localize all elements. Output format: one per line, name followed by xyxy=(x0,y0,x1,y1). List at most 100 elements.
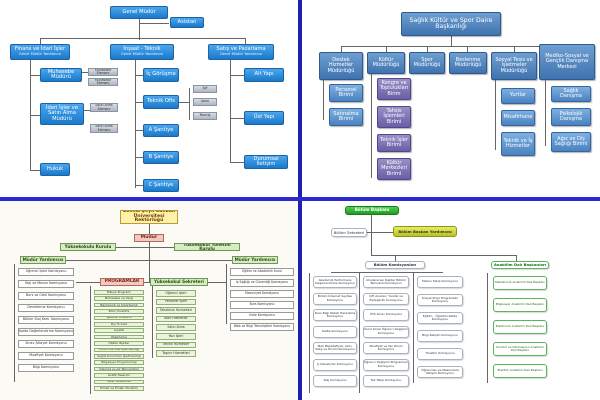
sales-deputy-box: Satış ve Pazarlama Genel Müdür Yardımcıs… xyxy=(208,44,274,60)
box-label: Mekatronik Anabilim Dalı Başkanı xyxy=(494,280,546,285)
division-head-item: Kontrol ve Otomasyon Anabilim Dalı Başka… xyxy=(493,342,547,356)
box-label: Asistan xyxy=(177,18,197,25)
secretary-unit-item: Öğrenci İşleri xyxy=(156,290,196,297)
box-label: Muafiyet Komisyonu xyxy=(29,353,63,358)
program-item: Halkla İlişkiler xyxy=(94,341,144,346)
box-label: İdari İşler ve Satın Alma Müdürü xyxy=(45,104,79,122)
box-label: Kongre ve Toplulukları Birim xyxy=(379,80,409,97)
department-head-box: Bölüm Başkanı xyxy=(345,206,399,215)
accounting-manager-box: Muhasebe Müdürü xyxy=(40,68,82,82)
box-label: Muhasebe Müdürü xyxy=(47,68,75,80)
connector xyxy=(189,88,190,120)
purchasing-staff-box: Satın Alma Elemanı xyxy=(90,124,118,133)
program-item: Yerel Yönetimler xyxy=(94,379,144,385)
org-chart-department: Bölüm Başkanı Bölüm Sekreteri Bölüm Başk… xyxy=(301,200,600,400)
box-label: Bölüm Staj Kom. Komisyonu xyxy=(22,317,70,322)
box-label: Teknik İşler Birimi xyxy=(380,136,408,148)
dept-medico-social: Mediko-Sosyal ve Gençlik Danışma Merkezi xyxy=(539,44,595,80)
commissions-header-box: Bölüm Komisyonları xyxy=(365,261,425,269)
org-chart-general-manager: Genel Müdür Asistan Finans ve İdari İşle… xyxy=(0,0,299,198)
program-item: Bilgisayar Programcılığı xyxy=(94,360,144,365)
box-label: Bölüm Sekreteri xyxy=(333,229,365,235)
box-label: Satın Alma xyxy=(167,325,185,329)
box-label: Kalite Komisyonu xyxy=(322,328,348,333)
box-label: Staj ve Mezun Komisyonu xyxy=(24,281,68,286)
quadrant-divider-horizontal xyxy=(0,197,600,201)
box-sublabel: Genel Müdür Yardımcısı xyxy=(219,51,263,56)
box-label: Genel Müdür xyxy=(122,8,156,15)
commission-item: Kalite Değerlendirme Komisyonu xyxy=(18,328,74,336)
unit-congress-clubs: Kongre ve Toplulukları Birim xyxy=(377,78,411,100)
box-label: Bölüm Komisyonları xyxy=(373,262,417,267)
dept-sports: Spor Müdürlüğü xyxy=(409,52,445,74)
program-item: Dış Ticaret xyxy=(94,322,144,327)
commission-item: Öğrenci İşleri Komisyonu xyxy=(18,268,74,276)
box-label: Büro Yönetimi xyxy=(108,309,130,313)
box-label: C Şantiye xyxy=(148,181,174,188)
unit-allocation: Tahsis İşlemleri Birimi xyxy=(377,106,411,128)
box-label: Mezun Takip Komisyonu xyxy=(422,279,458,284)
commission-item: Bilgi İletişim Komisyonu xyxy=(417,330,463,342)
commission-item: Muafiyet Komisyonu xyxy=(18,352,74,360)
secretary-unit-item: Satın Alma xyxy=(156,324,196,331)
connector xyxy=(82,72,88,73)
box-label: Mediko-Sosyal ve Gençlik Danışma Merkezi xyxy=(545,53,589,70)
connector xyxy=(90,286,91,394)
unit-purchasing: Satınalma Birimi xyxy=(329,108,363,126)
box-label: Muhasebe Elemanı xyxy=(94,68,112,75)
commission-item: Kalite Komisyonu xyxy=(313,325,357,338)
box-label: Lojistik xyxy=(113,328,125,333)
box-label: Alt Yapı xyxy=(254,71,274,78)
connector xyxy=(230,75,244,76)
box-label: Staj Komisyonu xyxy=(323,378,347,383)
connector xyxy=(341,46,342,52)
secretary-unit-item: Teknik Hizmetler xyxy=(156,341,196,349)
secretary-box: Yüksekokul Sekreteri xyxy=(150,278,208,286)
box-label: Çift Anadal / Yandal ve Eşdeğerlik Komis… xyxy=(369,294,403,302)
connector xyxy=(467,46,468,52)
commission-item: Çift Anadal / Yandal ve Eşdeğerlik Komis… xyxy=(363,292,409,305)
department-secretary-box: Bölüm Sekreteri xyxy=(331,228,367,237)
box-label: İş Sağlığı ve Güvenliği Komisyonu xyxy=(235,280,289,285)
accounting-staff-box: Muhasebe Elemanı xyxy=(88,68,118,76)
unit-oral-dental-health: Ağız ve Diş Sağlığı Birimi xyxy=(551,132,591,152)
commission-item: Sosyal Proje Programları Komisyonu xyxy=(417,294,463,306)
box-label: Sağlık Kurumları İşletmeciliği xyxy=(97,354,141,358)
accounting-staff-box: Muhasebe Elemanı xyxy=(88,78,118,86)
commission-item: YÖS Sınav Komisyonu xyxy=(363,309,409,321)
connector xyxy=(341,46,557,47)
org-chart-health-culture-sports: Sağlık Kültür ve Spor Daire Başkanlığı D… xyxy=(301,0,600,198)
dept-nutrition: Beslenme Müdürlüğü xyxy=(449,52,487,74)
box-label: İdare xyxy=(200,99,210,104)
legal-box: Hukuk xyxy=(40,163,70,176)
sub-unit-box: İdare xyxy=(193,98,217,106)
connector xyxy=(514,46,515,52)
box-label: Sağlık Danışma xyxy=(559,87,582,99)
commission-item: İş Sağlığı ve Güvenliği Komisyonu xyxy=(230,279,294,287)
box-label: Şef xyxy=(202,86,208,91)
program-item: Lojistik xyxy=(94,328,144,333)
secretary-unit-item: Taşınır Hizmetleri xyxy=(156,350,196,357)
program-item: Turizm ve Otel İşletmeciliği xyxy=(94,347,144,353)
program-item: Muhasebe ve Vergi xyxy=(94,296,144,301)
connector xyxy=(100,247,190,248)
construction-deputy-box: İnşaat - Teknik Genel Müdür Yardımcısı xyxy=(110,44,174,60)
commission-item: İhale Komisyonu xyxy=(230,312,294,320)
box-label: Tahsis İşlemleri Birimi xyxy=(383,108,405,125)
connector xyxy=(359,273,360,393)
box-label: Kurul Karar Öğrenci Değişimi Komisyonu xyxy=(364,327,408,335)
box-label: YÖS Sınav Komisyonu xyxy=(369,312,403,317)
box-label: Kültür Müdürlüğü xyxy=(372,56,400,68)
program-item: Büro Yönetimi xyxy=(94,309,144,314)
connector xyxy=(135,185,143,186)
superstructure-box: Üst Yapı xyxy=(244,111,284,125)
box-label: Misafirhane xyxy=(503,114,533,121)
program-item: Pazarlama xyxy=(94,334,144,340)
connector xyxy=(149,224,150,234)
division-heads-header-box: Anabilim Dalı Başkanları xyxy=(491,261,549,269)
box-label: Sosyal Tesis ve İşletmeler Müdürlüğü xyxy=(495,57,533,74)
commission-item: Staj Komisyonu xyxy=(313,375,357,387)
unit-culture-centers: Kültür Merkezleri Birimi xyxy=(377,158,411,180)
box-label: A Şantiye xyxy=(148,126,174,133)
commission-item: Bölüm İnternet Sayfası Komisyonu xyxy=(313,292,357,305)
